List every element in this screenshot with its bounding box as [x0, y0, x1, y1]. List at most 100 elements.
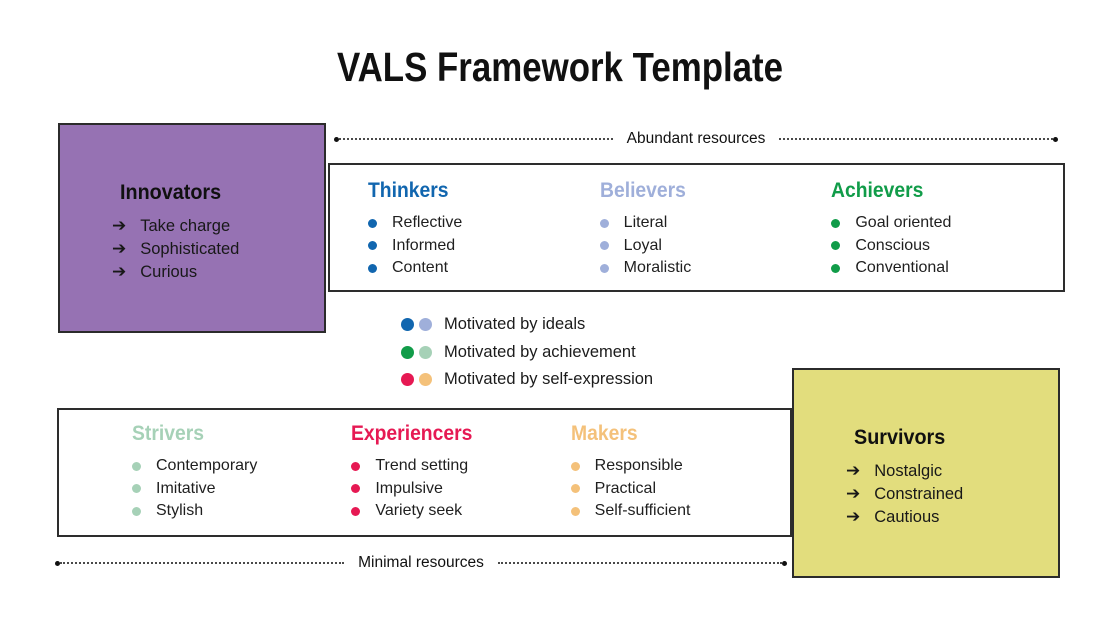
legend-label: Motivated by ideals	[444, 315, 586, 334]
list-item-label: Trend setting	[375, 457, 469, 474]
bullet-dot-icon	[368, 241, 377, 251]
arrow-bullet-icon: ➔	[112, 262, 127, 282]
arrow-bullet-icon: ➔	[846, 461, 861, 481]
list-item: Variety seek	[351, 500, 570, 523]
page-title: VALS Framework Template	[336, 44, 784, 90]
legend-dot-icon	[401, 318, 414, 332]
bullet-dot-icon	[831, 218, 841, 228]
bullet-dot-icon	[368, 263, 377, 273]
innovators-title: Innovators	[120, 180, 222, 204]
list-item: ➔ Constrained	[846, 483, 1058, 506]
list-item: Imitative	[132, 478, 351, 501]
bullet-dot-icon	[599, 263, 609, 273]
arrow-bullet-icon: ➔	[846, 484, 861, 504]
list-item: Informed	[368, 235, 600, 258]
list-item: Contemporary	[132, 455, 351, 478]
innovators-items: ➔Take charge➔Sophisticated➔Curious	[112, 215, 324, 284]
bullet-dot-icon	[351, 461, 361, 471]
list-item-label: Impulsive	[375, 479, 443, 497]
list-item-label: Curious	[140, 263, 198, 281]
legend-label: Motivated by self-expression	[444, 370, 654, 389]
legend-row: Motivated by ideals	[401, 311, 653, 339]
list-item-label: Variety seek	[375, 502, 463, 519]
legend-row: Motivated by self-expression	[401, 366, 653, 394]
bullet-dot-icon	[831, 263, 841, 273]
bullet-dot-icon	[570, 506, 580, 516]
list-item-label: Moralistic	[623, 259, 692, 276]
group-title-achievers: Achievers	[831, 179, 924, 202]
list-item-label: Content	[392, 259, 449, 276]
bullet-dot-icon	[831, 241, 841, 251]
innovators-box: Innovators ➔Take charge➔Sophisticated➔Cu…	[58, 123, 326, 333]
list-item: Stylish	[132, 500, 351, 523]
list-item: Practical	[570, 478, 790, 501]
bullet-dot-icon	[132, 484, 141, 494]
bullet-dot-icon	[368, 218, 377, 228]
dotted-leader	[497, 562, 783, 564]
axis-end-dot-icon	[782, 560, 788, 566]
list-item: Reflective	[368, 212, 600, 235]
abundant-resources-label: Abundant resources	[626, 130, 766, 147]
list-item: Impulsive	[351, 478, 570, 501]
axis-end-dot-icon	[1053, 136, 1059, 142]
legend-dot-icon	[401, 373, 414, 387]
list-item: Moralistic	[599, 257, 832, 280]
bullet-dot-icon	[351, 484, 361, 494]
list-item: ➔ Curious	[112, 261, 324, 284]
list-item-label: Responsible	[594, 457, 683, 474]
list-item-label: Conscious	[855, 236, 931, 254]
list-item: Conventional	[831, 257, 1063, 280]
dotted-leader	[339, 138, 613, 140]
legend-dot-icon	[419, 345, 432, 359]
list-item-label: Goal oriented	[855, 214, 952, 231]
survivors-box: Survivors ➔Nostalgic➔Constrained➔Cautiou…	[792, 368, 1060, 578]
survivors-title: Survivors	[854, 425, 946, 449]
legend-dot-icon	[401, 345, 414, 359]
dotted-leader	[779, 138, 1054, 140]
list-item: Loyal	[599, 235, 832, 258]
list-item: ➔Take charge	[112, 215, 324, 238]
list-item: Trend setting	[351, 455, 570, 478]
list-item-label: Contemporary	[156, 457, 258, 474]
list-item-label: Informed	[392, 236, 456, 254]
bullet-dot-icon	[599, 218, 609, 228]
arrow-bullet-icon: ➔	[846, 507, 861, 527]
list-item-label: Sophisticated	[140, 240, 240, 258]
list-item: ➔Nostalgic	[846, 460, 1058, 483]
group-title-believers: Believers	[599, 179, 686, 202]
bullet-dot-icon	[570, 461, 580, 471]
list-item-label: Constrained	[874, 485, 964, 503]
group-title-experiencers: Experiencers	[351, 422, 473, 445]
list-item-label: Stylish	[156, 502, 204, 519]
abundant-resources-axis: Abundant resources	[334, 130, 1059, 148]
arrow-bullet-icon: ➔	[112, 239, 127, 259]
list-item: Content	[368, 257, 600, 280]
minimal-resources-axis: Minimal resources	[55, 554, 788, 572]
dotted-leader	[60, 562, 345, 564]
legend-label: Motivated by achievement	[444, 342, 636, 361]
list-item-label: Reflective	[392, 214, 463, 231]
list-item: ➔Cautious	[846, 506, 1058, 529]
legend-dot-icon	[419, 373, 432, 387]
bullet-dot-icon	[351, 506, 361, 516]
group-title-strivers: Strivers	[132, 422, 204, 445]
list-item: Literal	[599, 212, 832, 235]
axis-end-dot-icon	[334, 136, 339, 142]
survivors-items: ➔Nostalgic➔Constrained➔Cautious	[846, 460, 1058, 529]
list-item: Goal oriented	[831, 212, 1063, 235]
group-title-thinkers: Thinkers	[368, 179, 449, 202]
